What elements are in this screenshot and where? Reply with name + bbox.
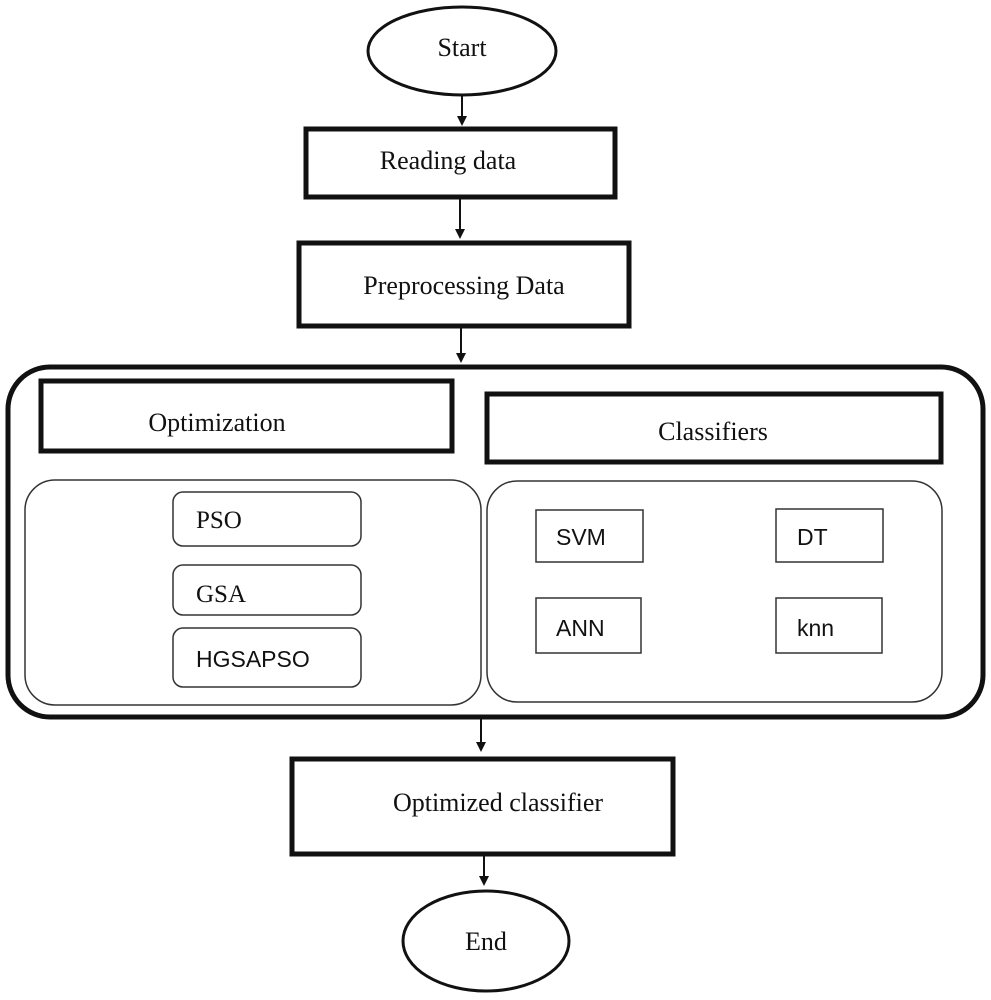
end-label: End [465, 927, 507, 956]
preprocessing-data-box [296, 240, 632, 329]
reading-data-label: Reading data [380, 146, 517, 175]
optimization-item-hgsapso-label: HGSAPSO [196, 646, 310, 672]
optimization-item-gsa-label: GSA [196, 581, 246, 608]
classifiers-header-label: Classifiers [658, 417, 768, 446]
classifier-item-svm-label: SVM [556, 524, 606, 550]
optimization-header-box [38, 378, 455, 454]
classifier-item-dt-box [775, 508, 884, 563]
reading-data-box [303, 126, 618, 200]
classifier-item-knn-box [775, 597, 883, 654]
classifiers-header-box [484, 391, 944, 465]
preprocessing-data-label: Preprocessing Data [363, 271, 565, 300]
optimization-item-pso-box [172, 491, 362, 547]
classifier-item-ann-box [535, 597, 642, 654]
optimized-classifier-box [289, 756, 676, 857]
optimization-item-pso-label: PSO [196, 507, 242, 534]
classifier-item-dt-label: DT [797, 524, 828, 550]
start-label: Start [437, 33, 487, 62]
optimized-classifier-label: Optimized classifier [393, 788, 603, 817]
optimization-header-label: Optimization [148, 408, 285, 437]
classifier-item-svm-box [535, 509, 644, 563]
classifier-item-knn-label: knn [797, 615, 834, 641]
optimization-item-gsa-box [172, 564, 362, 616]
optimization-item-hgsapso-box [172, 627, 362, 688]
classifier-item-ann-label: ANN [556, 615, 605, 641]
end-terminator [401, 889, 571, 993]
